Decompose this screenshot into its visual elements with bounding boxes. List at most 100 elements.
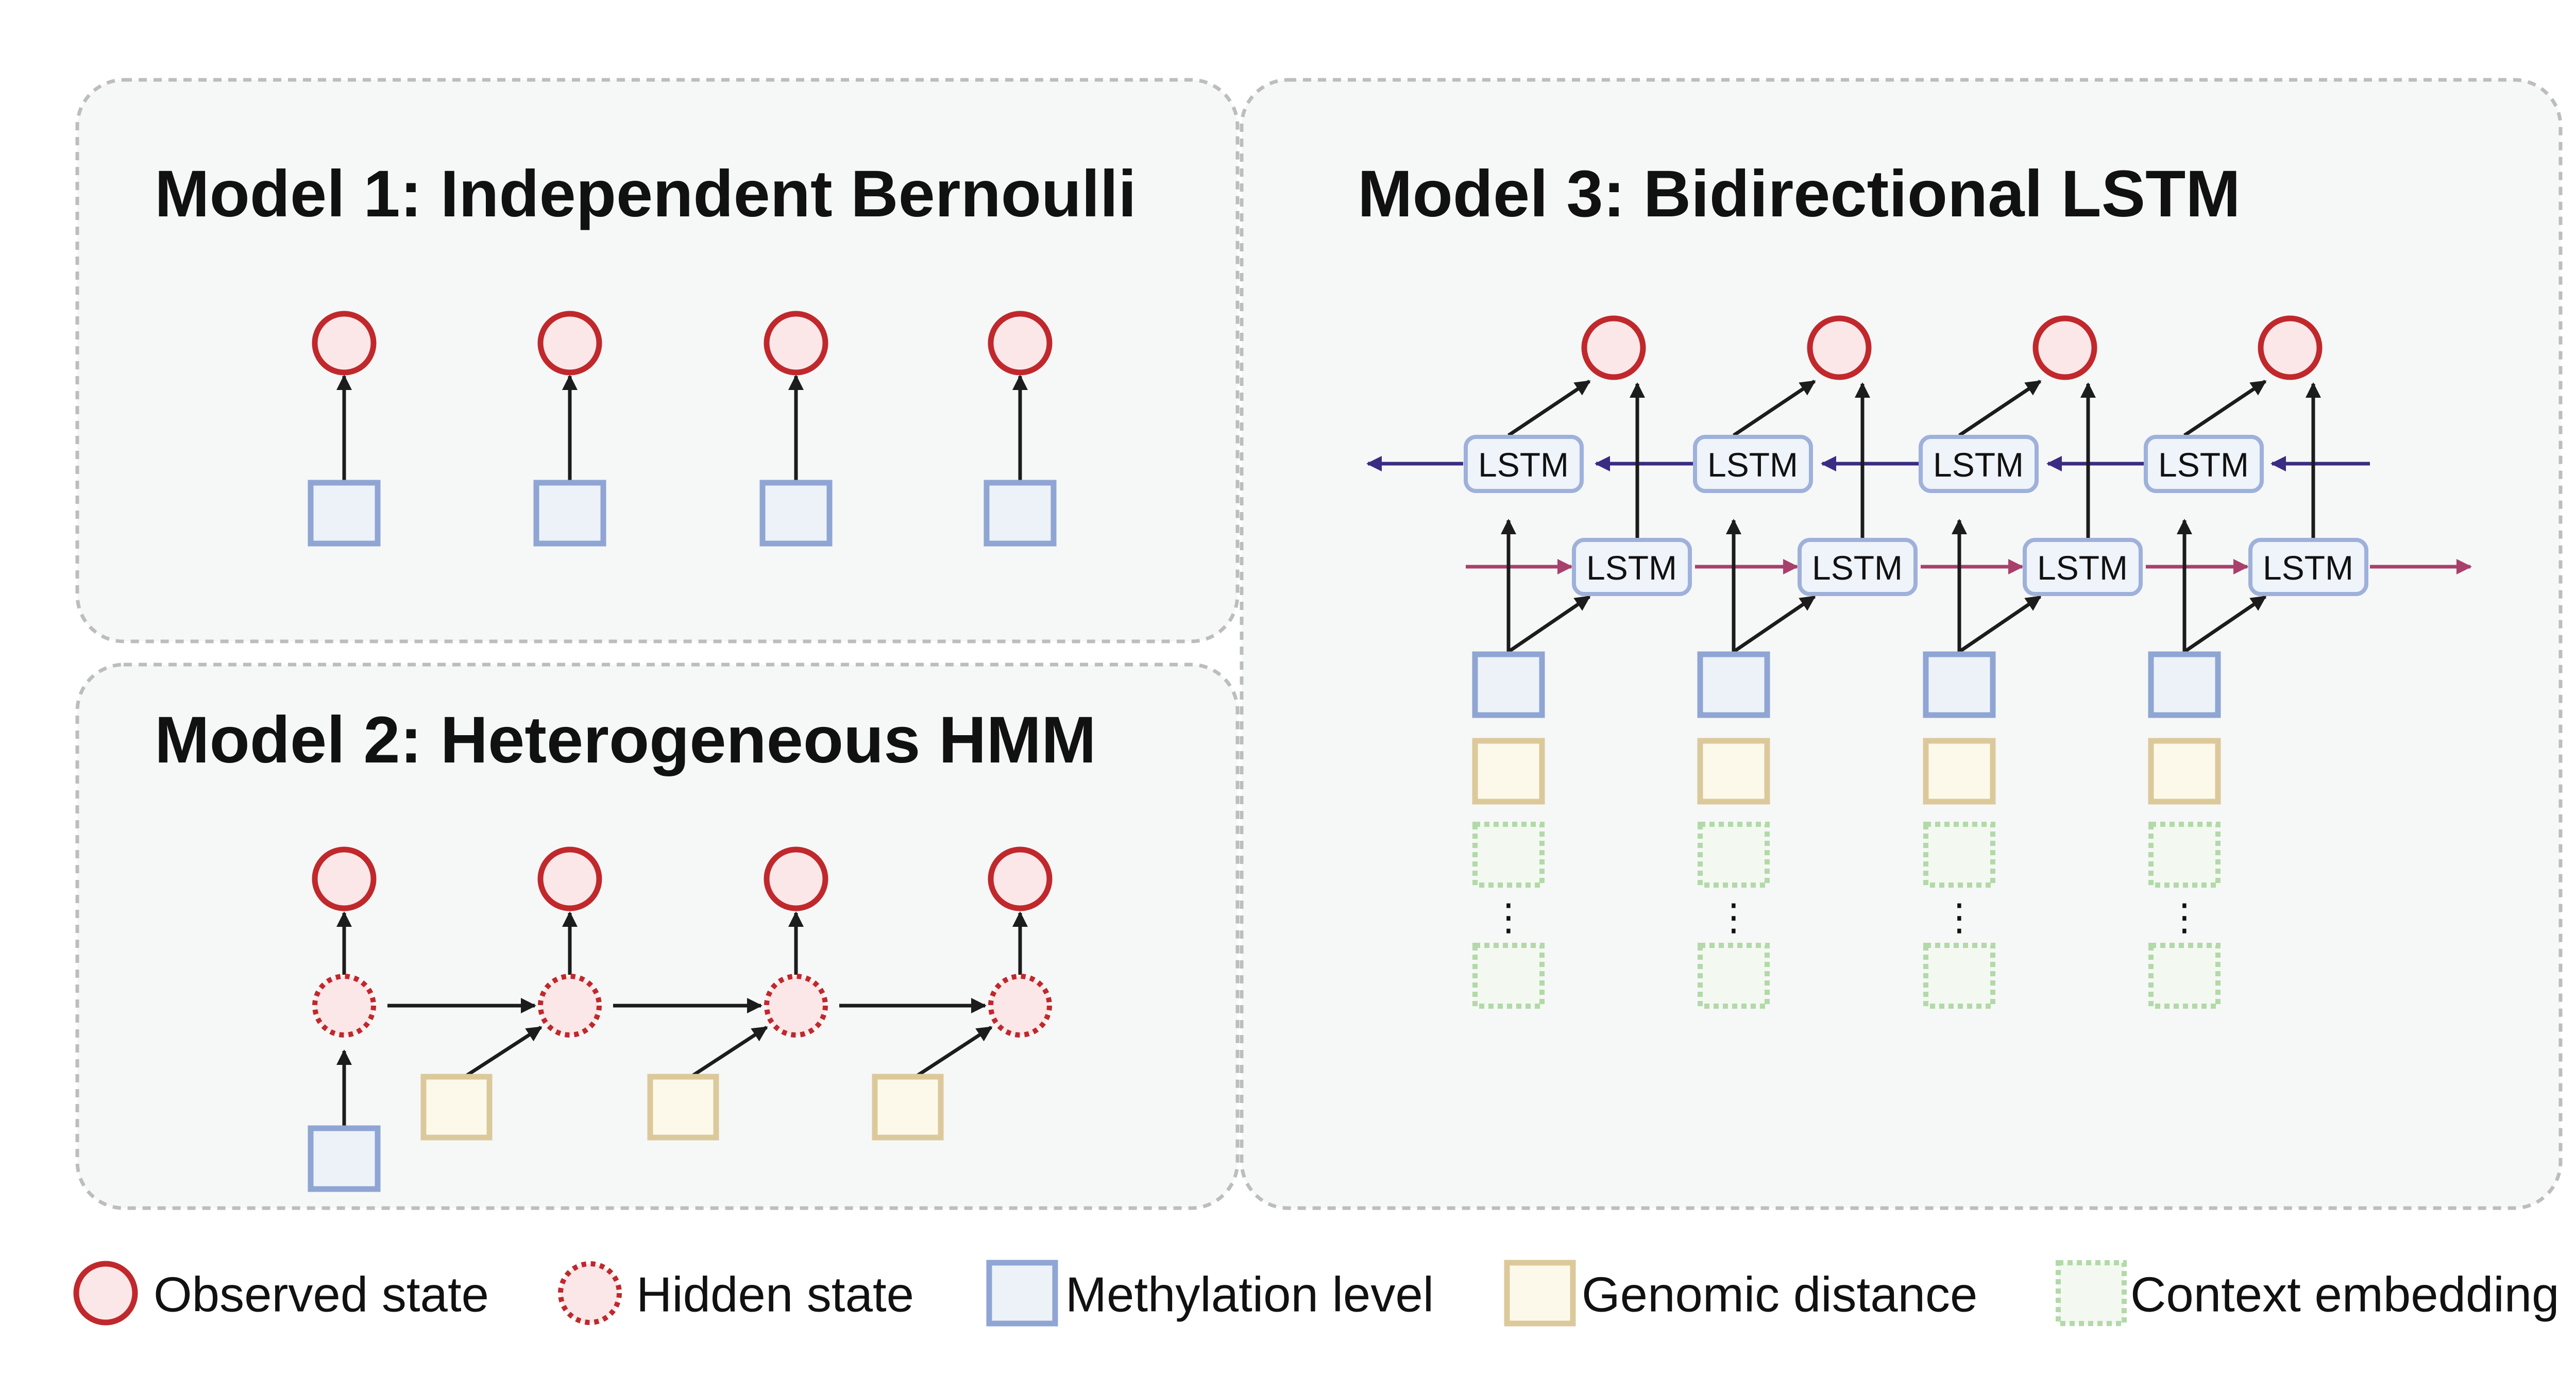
context-embedding-node [1698, 943, 1770, 1009]
context-embedding-node [2148, 943, 2221, 1009]
arrow [1507, 595, 1591, 653]
context-embedding-node [1923, 943, 1995, 1009]
methylation-level-node [1472, 651, 1545, 718]
lstm-label: LSTM [1812, 549, 1903, 587]
legend-item-hidden: Hidden state [558, 1261, 914, 1325]
observed-state-node [2258, 315, 2323, 380]
observed-state-node [312, 846, 377, 911]
arrow [1958, 380, 2042, 437]
arrow [1507, 380, 1591, 437]
observed-state-node [764, 846, 828, 911]
observed-state-node [537, 311, 602, 376]
arrow [465, 1026, 543, 1077]
hidden-state-node [988, 974, 1052, 1038]
methylation-level-node [759, 480, 833, 547]
panel-model3 [1240, 78, 2563, 1210]
model3-diagram: LSTM LSTM ⋮ LSTM LSTM ⋮ [1366, 315, 2472, 1009]
legend-label: Methylation level [1065, 1267, 1434, 1322]
model1-unit [533, 311, 606, 547]
legend-label: Hidden state [636, 1267, 914, 1322]
observed-state-node [1581, 315, 1646, 380]
lstm-forward-cell [1798, 538, 1918, 596]
methylation-level-node [533, 480, 606, 547]
lstm-label: LSTM [2263, 549, 2353, 587]
genomic-distance-swatch [1504, 1260, 1576, 1327]
context-embedding-swatch [2056, 1260, 2127, 1326]
ellipsis: ⋮ [1490, 895, 1527, 939]
hidden-state-node [764, 974, 828, 1038]
arrow [1733, 380, 1816, 437]
arrow [1733, 595, 1816, 653]
observed-state-swatch [73, 1261, 138, 1326]
lstm-label: LSTM [2037, 549, 2128, 587]
model3-column: LSTM LSTM ⋮ [2144, 315, 2368, 1009]
model1-unit [308, 311, 381, 547]
lstm-label: LSTM [2158, 446, 2249, 484]
context-embedding-node [1472, 822, 1545, 888]
lstm-label: LSTM [1478, 446, 1569, 484]
observed-state-node [2032, 315, 2097, 380]
lstm-backward-cell [1693, 435, 1813, 493]
genomic-distance-node [647, 1074, 719, 1141]
lstm-forward-cell [1572, 538, 1692, 596]
hidden-state-node [538, 974, 602, 1038]
legend-label: Genomic distance [1582, 1267, 1977, 1322]
model2-diagram [308, 846, 1053, 1192]
lstm-label: LSTM [1707, 446, 1798, 484]
legend-label: Observed state [154, 1267, 489, 1322]
lstm-backward-cell [2144, 435, 2264, 493]
observed-state-node [764, 311, 828, 376]
observed-state-node [312, 311, 377, 376]
methylation-level-node [2148, 651, 2221, 718]
methylation-level-node [308, 1125, 381, 1192]
model3-column: LSTM LSTM ⋮ [1693, 315, 1918, 1009]
lstm-label: LSTM [1933, 446, 2024, 484]
arrow [916, 1026, 993, 1077]
genomic-distance-node [2148, 738, 2221, 805]
arrow [2183, 380, 2267, 437]
legend-item-genomic: Genomic distance [1504, 1260, 1977, 1327]
lstm-backward-cell [1464, 435, 1584, 493]
model3-column: LSTM LSTM ⋮ [1464, 315, 1692, 1009]
legend-label: Context embedding [2130, 1267, 2560, 1322]
legend-item-context: Context embedding [2056, 1260, 2560, 1326]
model3-column: LSTM LSTM ⋮ [1919, 315, 2143, 1009]
hidden-state-swatch [558, 1261, 622, 1325]
legend-item-observed: Observed state [73, 1261, 489, 1326]
model1-unit [984, 311, 1057, 547]
arrow [691, 1026, 768, 1077]
methylation-level-node [1923, 651, 1996, 718]
genomic-distance-node [1923, 738, 1996, 805]
lstm-label: LSTM [1586, 549, 1677, 587]
legend: Observed state Hidden state Methylation … [73, 1260, 2560, 1327]
model2-title: Model 2: Heterogeneous HMM [155, 703, 1096, 777]
observed-state-node [537, 846, 602, 911]
observed-state-node [988, 846, 1053, 911]
lstm-forward-cell [2023, 538, 2143, 596]
genomic-distance-node [1697, 738, 1770, 805]
observed-state-node [1807, 315, 1872, 380]
observed-state-node [988, 311, 1053, 376]
context-embedding-node [1698, 822, 1770, 888]
legend-item-methylation: Methylation level [986, 1260, 1434, 1327]
context-embedding-node [1923, 822, 1995, 888]
arrow [1958, 595, 2042, 653]
methylation-level-node [1697, 651, 1770, 718]
ellipsis: ⋮ [1941, 895, 1978, 939]
model1-title: Model 1: Independent Bernoulli [155, 157, 1137, 231]
genomic-distance-node [872, 1074, 944, 1141]
methylation-level-node [308, 480, 381, 547]
context-embedding-node [2148, 822, 2221, 888]
methylation-level-swatch [986, 1260, 1058, 1327]
methylation-level-node [984, 480, 1057, 547]
model1-diagram [308, 311, 1057, 547]
hidden-state-node [312, 974, 376, 1038]
lstm-forward-cell [2248, 538, 2368, 596]
genomic-distance-node [420, 1074, 493, 1141]
ellipsis: ⋮ [1715, 895, 1752, 939]
ellipsis: ⋮ [2166, 895, 2203, 939]
model3-title: Model 3: Bidirectional LSTM [1358, 157, 2241, 231]
genomic-distance-node [1472, 738, 1545, 805]
context-embedding-node [1472, 943, 1545, 1009]
